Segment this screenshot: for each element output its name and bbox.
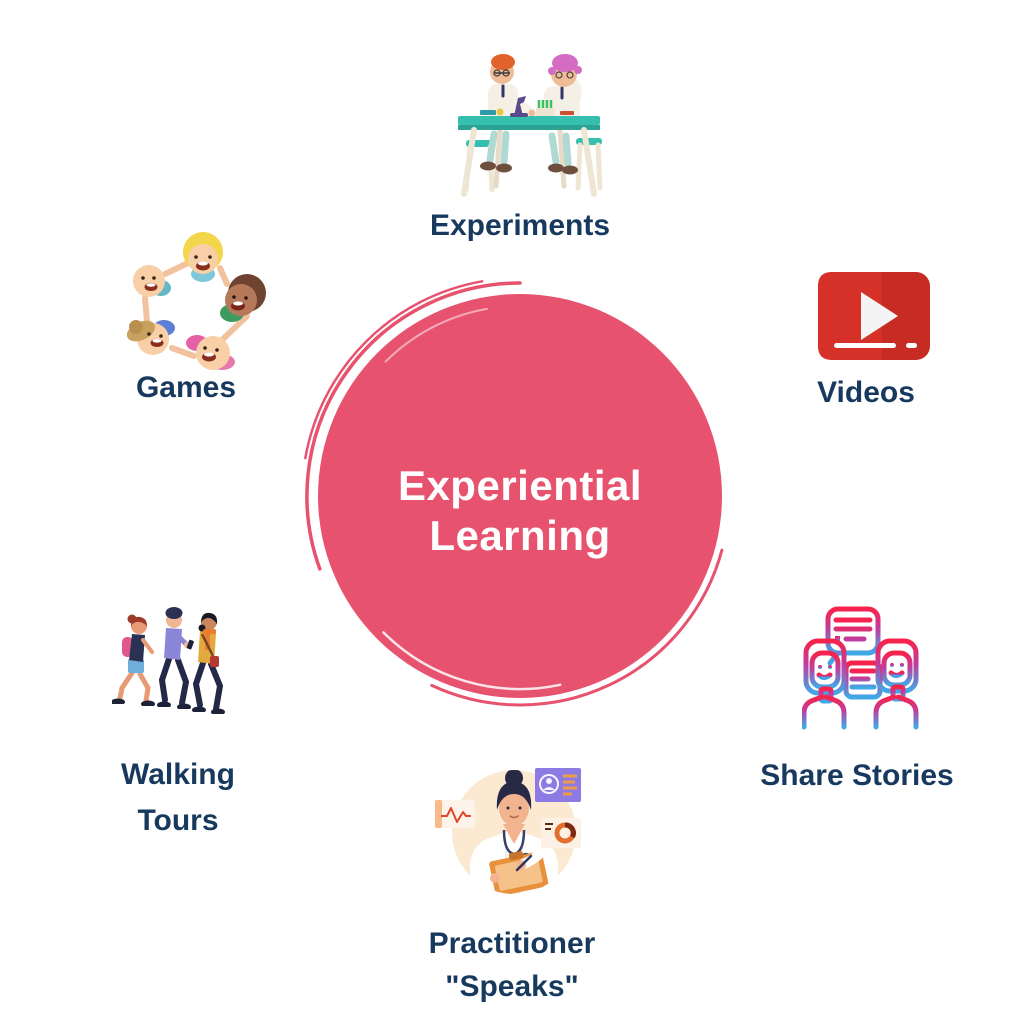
person-right-head [875,638,919,694]
center-title-line2: Learning [429,512,611,559]
node-label-share-stories: Share Stories [760,759,954,792]
play-triangle [861,292,898,340]
center-title: Experiential Learning [310,461,730,561]
brush-arc [304,280,484,460]
walking-tours-label-line1: Walking [121,758,235,791]
scientist-right [544,54,582,175]
walker-purple [157,607,194,711]
walker-backpack [112,614,155,708]
person-left-body [802,694,847,730]
three-people-walking-illustration [112,607,225,716]
profile-card [535,768,581,802]
center-circle-shape [304,280,724,707]
doctor-with-clipboard-illustration [435,768,581,894]
node-label-practitioner-speaks: Practitioner "Speaks" [429,922,596,1008]
practitioner-label-line2: "Speaks" [445,970,579,1003]
two-people-chat-gradient-icon [802,606,919,730]
brush-arc [430,548,724,707]
node-label-experiments: Experiments [429,209,611,242]
node-label-walking-tours: Walking Tours [121,752,235,844]
progress-bar [834,343,896,348]
walking-tours-label-line2: Tours [137,804,219,837]
kid-pink [196,336,235,370]
node-label-videos: Videos [817,376,915,409]
brush-gap-arc [382,631,562,691]
center-title-line1: Experiential [397,462,643,509]
person-right-body [873,694,919,730]
kid-green [225,274,266,316]
kid-blonde [183,232,223,274]
lab-equipment [480,96,574,117]
joined-arms [142,261,250,359]
brush-gap-arc [384,307,488,363]
pen [515,854,533,872]
kid-teal [133,265,165,297]
brush-arc [305,281,522,571]
speech-bubble-top [825,606,881,656]
ecg-card [435,800,475,828]
kids-holding-hands-circle-illustration [126,232,266,370]
youtube-play-icon [818,272,930,360]
center-circle-fill [318,294,722,698]
walker-mustard [192,612,225,716]
practitioner-label-line1: Practitioner [428,927,596,960]
person-left-head [803,638,847,696]
node-label-games: Games [135,371,237,404]
donut-chart-card [541,818,581,848]
hair-bun [505,770,523,787]
experiments-illustration [458,54,603,197]
kid-hat [126,320,169,355]
progress-dash [906,343,917,348]
